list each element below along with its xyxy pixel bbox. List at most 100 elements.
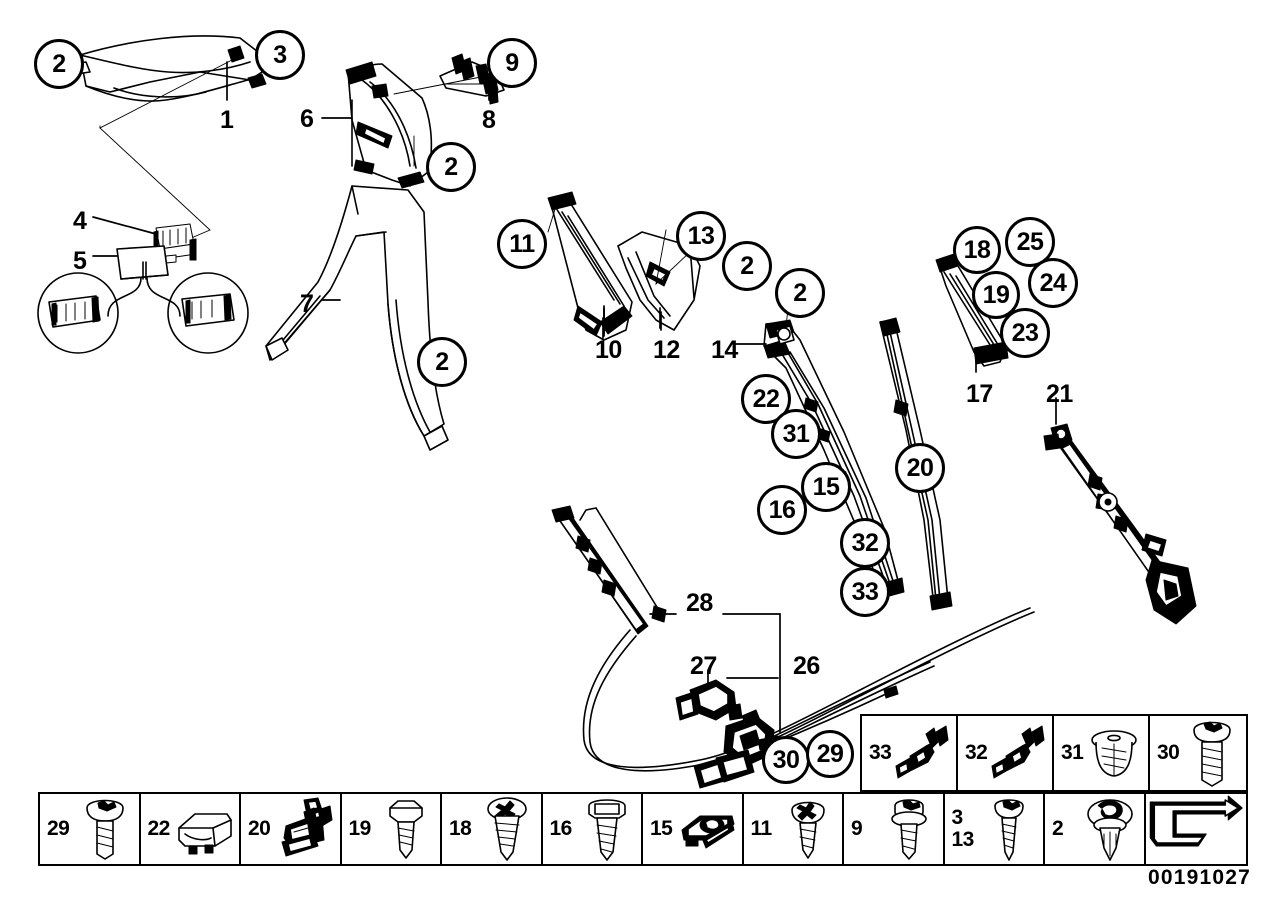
callout-23[interactable]: 23 bbox=[1000, 308, 1050, 358]
legend-number: 31 bbox=[1061, 740, 1084, 764]
callout-label: 20 bbox=[906, 453, 934, 482]
legend-number: 30 bbox=[1157, 740, 1180, 764]
callout-label: 22 bbox=[752, 384, 780, 413]
leader-4 bbox=[92, 216, 157, 235]
callout-label: 15 bbox=[812, 472, 840, 501]
index-text: 8 bbox=[482, 106, 496, 134]
callout-11[interactable]: 11 bbox=[497, 219, 547, 269]
legend-cell-11[interactable]: 11 bbox=[744, 794, 844, 864]
legend-cell-9[interactable]: 9 bbox=[844, 794, 945, 864]
callout-label: 18 bbox=[963, 235, 991, 264]
index-text: 21 bbox=[1046, 380, 1073, 408]
callout-2-b-pillar-lower[interactable]: 2 bbox=[417, 337, 467, 387]
callout-18[interactable]: 18 bbox=[953, 226, 1001, 274]
legend-cell-32[interactable]: 32 bbox=[958, 716, 1054, 790]
clip-cover-cap-icon bbox=[173, 794, 237, 864]
callout-15[interactable]: 15 bbox=[801, 462, 851, 512]
index-text: 5 bbox=[73, 247, 87, 275]
collar-washer-screw-icon bbox=[877, 794, 941, 864]
callout-label: 29 bbox=[816, 739, 844, 768]
callout-label: 24 bbox=[1039, 268, 1067, 297]
legend-number: 29 bbox=[47, 816, 70, 840]
legend-cell-20[interactable]: 20 bbox=[241, 794, 342, 864]
callout-label: 30 bbox=[772, 745, 800, 774]
callout-2-rear-trim[interactable]: 2 bbox=[775, 268, 825, 318]
leader-13-poly bbox=[655, 229, 691, 286]
fastener-legend-bottom-row: 29 22 bbox=[38, 792, 1248, 866]
callout-2-b-pillar-upper[interactable]: 2 bbox=[426, 142, 476, 192]
callout-19[interactable]: 19 bbox=[972, 271, 1020, 319]
torx-tapping-screw-icon bbox=[977, 794, 1041, 864]
legend-number: 20 bbox=[248, 816, 271, 840]
callout-9[interactable]: 9 bbox=[487, 38, 537, 88]
flat-contact-terminal-icon bbox=[890, 716, 954, 790]
index-label-21: 21 bbox=[1046, 382, 1073, 407]
fastener-legend-upper-row: 33 32 bbox=[860, 714, 1248, 792]
part-6-b-pillar-upper-trim bbox=[345, 61, 433, 189]
legend-cell-33[interactable]: 33 bbox=[862, 716, 958, 790]
callout-24[interactable]: 24 bbox=[1028, 258, 1078, 308]
diagram-number: 00191027 bbox=[1148, 866, 1252, 889]
callout-3[interactable]: 3 bbox=[255, 30, 305, 80]
cross-recess-countersunk-screw-icon bbox=[475, 794, 539, 864]
callout-2-a-pillar[interactable]: 2 bbox=[34, 39, 84, 89]
callout-32[interactable]: 32 bbox=[840, 518, 890, 568]
index-label-7: 7 bbox=[300, 292, 314, 317]
legend-number: 19 bbox=[348, 816, 372, 840]
callout-33[interactable]: 33 bbox=[840, 567, 890, 617]
index-text: 27 bbox=[690, 652, 717, 680]
callout-16[interactable]: 16 bbox=[757, 485, 807, 535]
legend-cell-15[interactable]: 15 bbox=[643, 794, 744, 864]
callout-2-c-pillar[interactable]: 2 bbox=[722, 241, 772, 291]
part-10-roof-frame-cover-strip bbox=[547, 191, 633, 341]
index-label-28: 28 bbox=[686, 591, 713, 616]
legend-cell-29[interactable]: 29 bbox=[40, 794, 141, 864]
legend-number: 9 bbox=[851, 816, 863, 840]
legend-cell-30[interactable]: 30 bbox=[1150, 716, 1246, 790]
hex-flange-tapping-screw-icon bbox=[575, 794, 639, 864]
callout-13[interactable]: 13 bbox=[676, 211, 726, 261]
callout-30[interactable]: 30 bbox=[762, 736, 810, 784]
legend-cell-18[interactable]: 18 bbox=[442, 794, 543, 864]
legend-cell-22[interactable]: 22 bbox=[141, 794, 241, 864]
legend-cell-3-13[interactable]: 3 13 bbox=[945, 794, 1045, 864]
index-text: 17 bbox=[966, 380, 993, 408]
index-label-17: 17 bbox=[966, 382, 993, 407]
callout-label: 2 bbox=[740, 251, 754, 280]
index-label-6: 6 bbox=[300, 107, 314, 132]
callout-label: 2 bbox=[435, 347, 449, 376]
index-text: 12 bbox=[653, 336, 680, 364]
leader-8-link bbox=[393, 75, 487, 95]
detail-link-right bbox=[146, 277, 181, 317]
legend-number: 11 bbox=[750, 816, 773, 840]
legend-cell-16[interactable]: 16 bbox=[543, 794, 643, 864]
callout-29[interactable]: 29 bbox=[806, 730, 854, 778]
legend-number: 18 bbox=[449, 816, 472, 840]
callout-31[interactable]: 31 bbox=[771, 409, 821, 459]
hex-head-self-tapping-screw-icon bbox=[374, 794, 438, 864]
detail-link-left bbox=[107, 277, 142, 317]
index-text: 14 bbox=[711, 336, 738, 364]
legend-cell-19[interactable]: 19 bbox=[342, 794, 442, 864]
part-7-b-pillar-lower-trim bbox=[265, 185, 449, 451]
legend-cell-direction-arrow[interactable] bbox=[1146, 794, 1247, 864]
index-label-10: 10 bbox=[595, 338, 622, 363]
callout-label: 3 bbox=[273, 40, 287, 69]
legend-cell-31[interactable]: 31 bbox=[1054, 716, 1150, 790]
callout-20[interactable]: 20 bbox=[895, 443, 945, 493]
legend-number: 16 bbox=[549, 816, 573, 840]
legend-number: 22 bbox=[147, 816, 171, 840]
callout-label: 11 bbox=[509, 229, 535, 258]
legend-number: 15 bbox=[650, 816, 673, 840]
pan-head-machine-screw-icon bbox=[1180, 716, 1244, 790]
legend-number: 2 bbox=[1052, 816, 1064, 840]
index-label-8: 8 bbox=[482, 106, 496, 134]
index-label-27: 27 bbox=[690, 654, 717, 679]
legend-cell-2[interactable]: 2 bbox=[1045, 794, 1146, 864]
index-label-14: 14 bbox=[711, 338, 738, 363]
callout-label: 2 bbox=[444, 152, 458, 181]
index-text: 1 bbox=[220, 106, 234, 134]
direction-arrow-icon bbox=[1146, 794, 1247, 864]
